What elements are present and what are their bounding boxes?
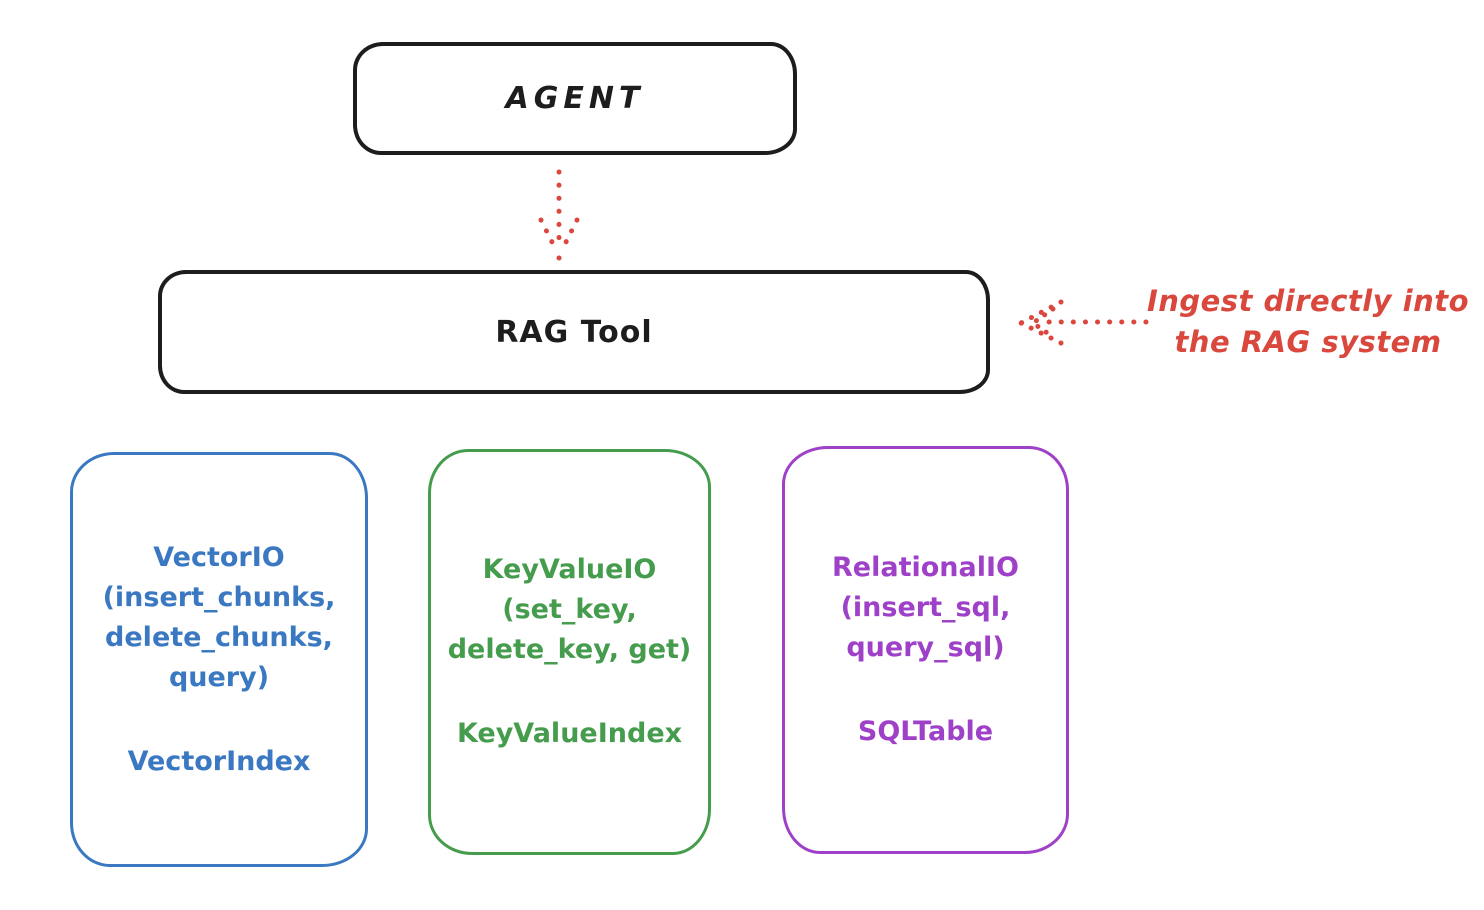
- ingest-into-rag-arrow: [1018, 299, 1149, 346]
- sql-table-label: SQLTable: [857, 716, 994, 747]
- rag-tool-label: RAG Tool: [495, 314, 653, 350]
- agent-label: AGENT: [505, 81, 645, 116]
- vector-io-box: VectorIO(insert_chunks,delete_chunks,que…: [70, 452, 368, 867]
- relational-io-interface: RelationalIO(insert_sql,query_sql): [832, 552, 1019, 663]
- key-value-index-label: KeyValueIndex: [456, 718, 683, 749]
- rag-tool-box: RAG Tool: [158, 270, 990, 394]
- key-value-io-box: KeyValueIO(set_key,delete_key, get) KeyV…: [428, 449, 711, 855]
- agent-to-rag-arrow: [538, 169, 580, 261]
- vector-index-label: VectorIndex: [127, 745, 311, 777]
- key-value-io-interface: KeyValueIO(set_key,delete_key, get): [447, 554, 692, 665]
- ingest-annotation-line2: the RAG system: [1174, 325, 1442, 359]
- vector-io-interface: VectorIO(insert_chunks,delete_chunks,que…: [102, 541, 336, 693]
- agent-box: AGENT: [353, 42, 797, 155]
- ingest-annotation-text: Ingest directly into the RAG system: [1136, 281, 1480, 363]
- ingest-annotation-line1: Ingest directly into: [1146, 284, 1470, 318]
- relational-io-box: RelationalIO(insert_sql,query_sql) SQLTa…: [782, 446, 1069, 854]
